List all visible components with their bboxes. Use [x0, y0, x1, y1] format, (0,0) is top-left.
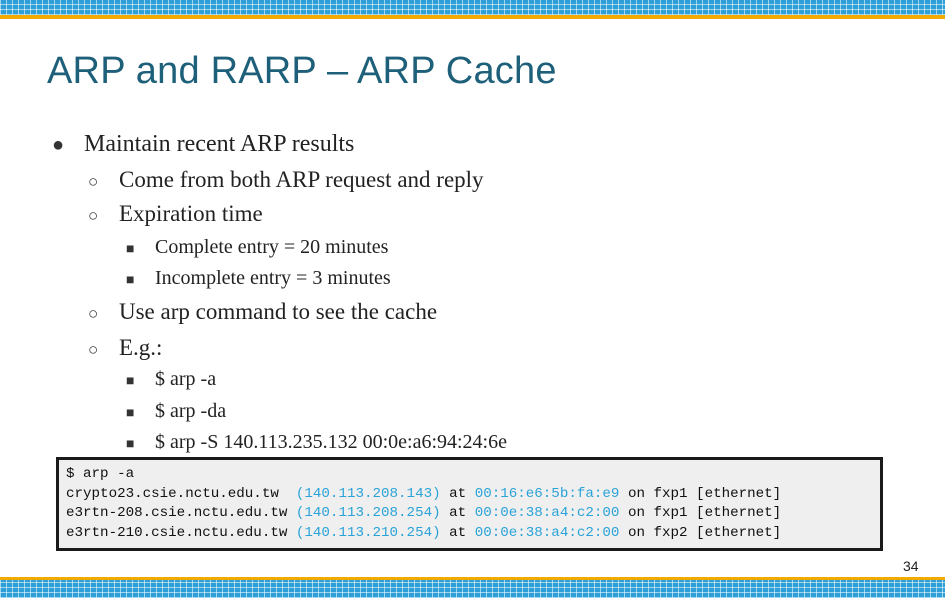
hollow-circle-bullet-icon: ○ [88, 304, 99, 323]
subsubbullet-arp-s: ■ $ arp -S 140.113.235.132 00:0e:a6:94:24… [126, 431, 507, 454]
terminal-row: e3rtn-210.csie.nctu.edu.tw (140.113.210.… [66, 524, 880, 544]
subsubbullet-complete-entry: ■ Complete entry = 20 minutes [126, 236, 388, 259]
bullet-text: $ arp -S 140.113.235.132 00:0e:a6:94:24:… [155, 431, 507, 453]
square-bullet-icon: ■ [126, 437, 135, 452]
subsubbullet-arp-da: ■ $ arp -da [126, 400, 226, 423]
bullet-text: $ arp -da [155, 400, 227, 422]
page-number: 34 [903, 558, 919, 574]
bullet-text: Incomplete entry = 3 minutes [155, 267, 391, 289]
terminal-at: at [440, 485, 475, 502]
top-decorative-band [0, 0, 945, 19]
bullet-text: Expiration time [119, 201, 263, 226]
square-bullet-icon: ■ [126, 242, 135, 257]
terminal-ip: (140.113.210.254) [295, 524, 441, 541]
bottom-decorative-band [0, 577, 945, 598]
subsubbullet-incomplete-entry: ■ Incomplete entry = 3 minutes [126, 267, 391, 290]
square-bullet-icon: ■ [126, 374, 135, 389]
terminal-at: at [440, 524, 475, 541]
subbullet-use-arp-command: ○ Use arp command to see the cache [88, 299, 437, 325]
square-bullet-icon: ■ [126, 273, 135, 288]
square-bullet-icon: ■ [126, 406, 135, 421]
terminal-at: at [440, 505, 475, 521]
terminal-row: crypto23.csie.nctu.edu.tw (140.113.208.1… [66, 485, 880, 505]
terminal-ip: (140.113.208.143) [295, 485, 441, 502]
bullet-text: Come from both ARP request and reply [119, 167, 484, 192]
terminal-host: e3rtn-208.csie.nctu.edu.tw [66, 505, 296, 521]
hollow-circle-bullet-icon: ○ [88, 340, 99, 359]
bullet-text: Use arp command to see the cache [119, 299, 438, 324]
terminal-command-line: $ arp -a [66, 466, 135, 482]
subbullet-expiration-time: ○ Expiration time [88, 201, 263, 227]
subbullet-come-from: ○ Come from both ARP request and reply [88, 167, 484, 193]
terminal-interface: on fxp1 [ethernet] [619, 485, 782, 502]
bullet-text: E.g.: [119, 335, 163, 360]
terminal-ip: (140.113.208.254) [295, 505, 441, 521]
bullet-text: Complete entry = 20 minutes [155, 236, 389, 258]
terminal-mac: 00:0e:38:a4:c2:00 [474, 524, 620, 541]
hollow-circle-bullet-icon: ○ [88, 172, 99, 191]
terminal-host: e3rtn-210.csie.nctu.edu.tw [66, 524, 296, 541]
filled-circle-bullet-icon: ● [52, 134, 65, 156]
terminal-mac: 00:0e:38:a4:c2:00 [474, 505, 620, 521]
bullet-text: $ arp -a [155, 368, 217, 390]
subbullet-eg: ○ E.g.: [88, 335, 162, 361]
terminal-row: e3rtn-208.csie.nctu.edu.tw (140.113.208.… [66, 504, 880, 524]
bullet-text: Maintain recent ARP results [84, 131, 355, 157]
slide-title: ARP and RARP – ARP Cache [47, 50, 557, 92]
hollow-circle-bullet-icon: ○ [88, 206, 99, 225]
terminal-output-box: $ arp -a crypto23.csie.nctu.edu.tw (140.… [56, 457, 883, 551]
bullet-maintain-recent-arp: ● Maintain recent ARP results [52, 131, 354, 158]
terminal-interface: on fxp1 [ethernet] [619, 505, 782, 521]
terminal-interface: on fxp2 [ethernet] [619, 524, 782, 541]
terminal-mac: 00:16:e6:5b:fa:e9 [474, 485, 620, 502]
terminal-host: crypto23.csie.nctu.edu.tw [66, 485, 296, 502]
subsubbullet-arp-a: ■ $ arp -a [126, 368, 216, 391]
